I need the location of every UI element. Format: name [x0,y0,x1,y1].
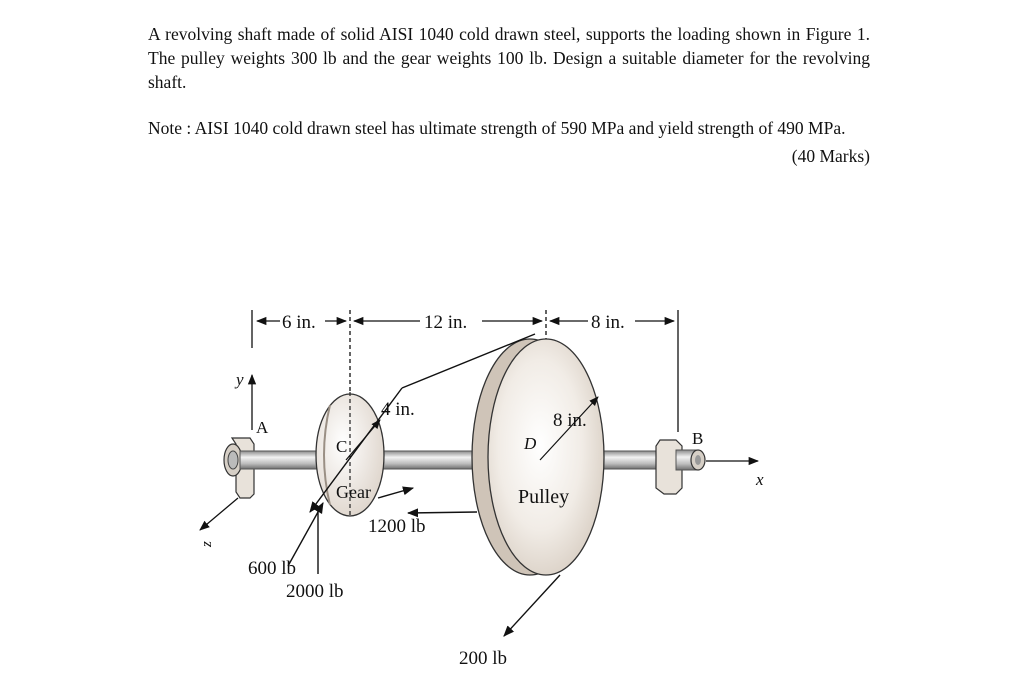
bearing-b [655,439,706,495]
x-axis-label: x [755,470,764,489]
dimension-lines [251,310,679,432]
dim-span-ac: 6 in. [282,312,316,333]
problem-statement: A revolving shaft made of solid AISI 104… [148,24,870,92]
marks-label: (40 Marks) [791,146,870,166]
gear-label: Gear [336,482,371,502]
y-axis-label: y [234,370,244,389]
load-600-label: 600 lb [248,558,296,579]
material-note: Note : AISI 1040 cold drawn steel has ul… [148,118,846,138]
point-b-label: B [692,429,703,448]
load-2000-label: 2000 lb [286,581,344,602]
load-200-label: 200 lb [459,648,507,669]
pulley-label: Pulley [518,486,569,508]
shaft [239,450,691,470]
point-a-label: A [256,418,269,437]
gear [315,392,385,517]
point-d-label: D [523,434,537,453]
coordinate-axes [199,373,760,531]
load-arrows [287,333,561,637]
point-c-label: C [336,437,347,456]
problem-text-block: A revolving shaft made of solid AISI 104… [148,22,870,168]
dim-span-cd: 12 in. [424,312,467,333]
pulley [471,338,605,576]
pulley-radius-label: 8 in. [553,410,587,431]
dim-span-db: 8 in. [591,312,625,333]
z-axis-label: z [199,541,215,548]
load-1200-label: 1200 lb [368,516,426,537]
